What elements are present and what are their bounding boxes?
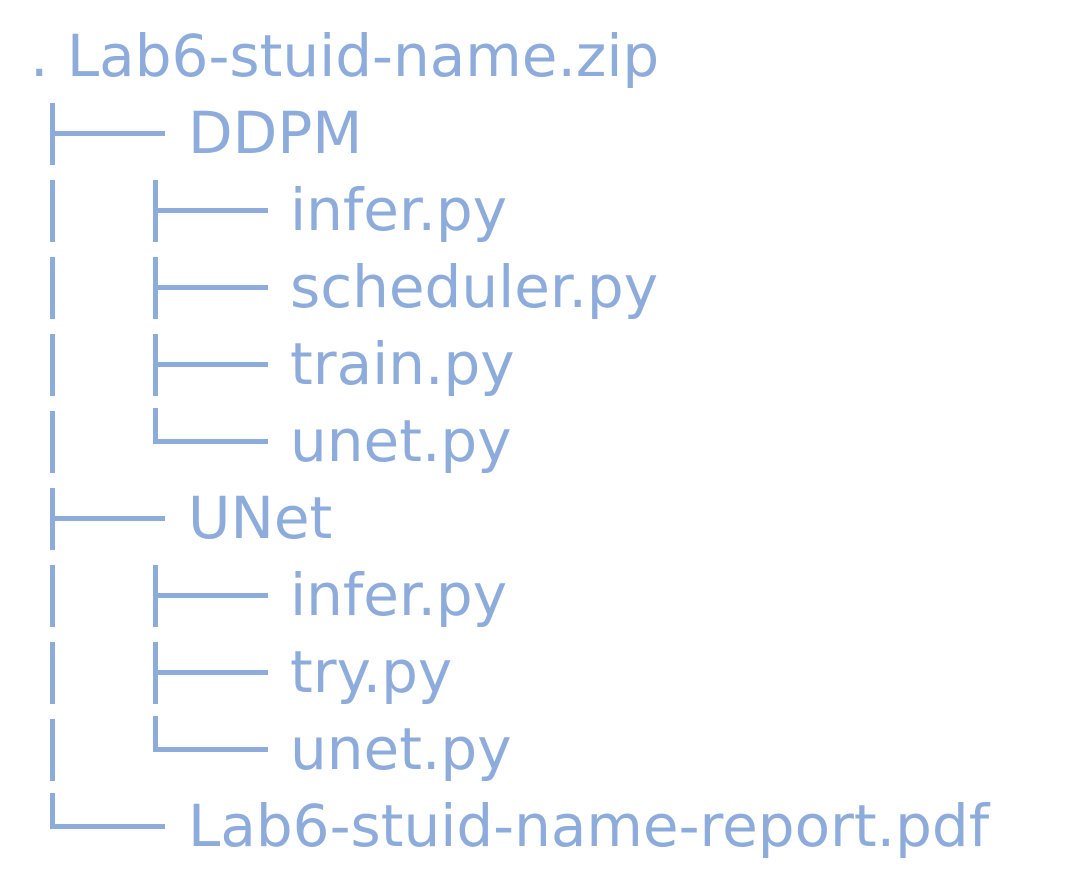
branch-vertical-line <box>50 180 55 242</box>
branch-horizontal-line <box>50 824 165 829</box>
branch-horizontal-line <box>50 131 165 136</box>
branch-vertical-line <box>50 719 55 781</box>
tree-root-row: . Lab6-stuid-name.zip <box>0 18 1069 95</box>
branch-vertical-line <box>50 411 55 473</box>
branch-vertical-line <box>50 257 55 319</box>
branch-corner-line <box>153 408 158 444</box>
branch-vertical-line <box>50 334 55 396</box>
tree-row-ddpm: DDPM <box>0 95 1069 172</box>
tree-row-file: unet.py <box>0 403 1069 480</box>
file-label: scheduler.py <box>290 253 659 321</box>
branch-vertical-line <box>50 642 55 704</box>
tree-root-label: . Lab6-stuid-name.zip <box>30 22 660 90</box>
branch-horizontal-line <box>50 516 165 521</box>
file-label: train.py <box>290 330 515 398</box>
branch-horizontal-line <box>153 362 268 367</box>
branch-horizontal-line <box>153 439 268 444</box>
file-label: try.py <box>290 638 453 706</box>
tree-row-file: unet.py <box>0 711 1069 788</box>
tree-row-file: infer.py <box>0 557 1069 634</box>
folder-label: DDPM <box>188 99 363 167</box>
branch-horizontal-line <box>153 670 268 675</box>
file-label: unet.py <box>290 407 512 475</box>
branch-horizontal-line <box>153 208 268 213</box>
branch-corner-line <box>50 793 55 829</box>
branch-corner-line <box>153 716 158 752</box>
file-label: infer.py <box>290 561 508 629</box>
tree-row-file: train.py <box>0 326 1069 403</box>
tree-row-file: try.py <box>0 634 1069 711</box>
file-label: infer.py <box>290 176 508 244</box>
tree-row-unet: UNet <box>0 480 1069 557</box>
branch-vertical-line <box>50 565 55 627</box>
file-label: unet.py <box>290 715 512 783</box>
tree-row-report: Lab6-stuid-name-report.pdf <box>0 788 1069 865</box>
file-label: Lab6-stuid-name-report.pdf <box>188 792 990 860</box>
folder-label: UNet <box>188 484 333 552</box>
tree-row-file: infer.py <box>0 172 1069 249</box>
branch-horizontal-line <box>153 285 268 290</box>
branch-horizontal-line <box>153 593 268 598</box>
branch-horizontal-line <box>153 747 268 752</box>
tree-row-file: scheduler.py <box>0 249 1069 326</box>
